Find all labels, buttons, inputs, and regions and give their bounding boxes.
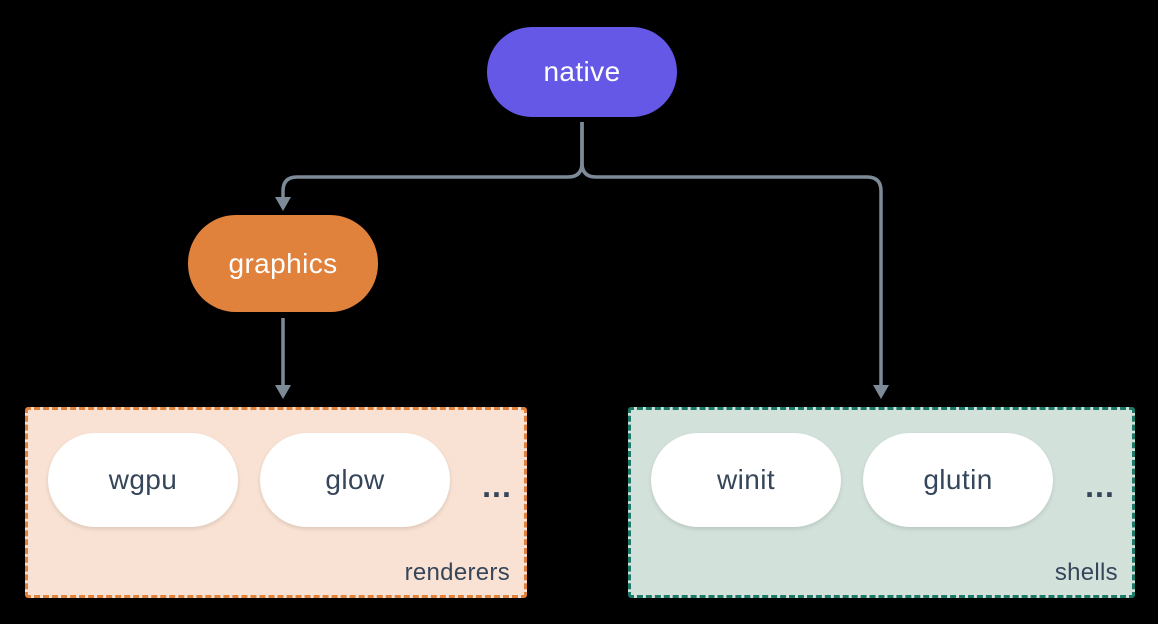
group-shells-label: shells [1054, 559, 1118, 586]
node-wgpu-label: wgpu [108, 464, 178, 495]
node-glow-label: glow [325, 464, 385, 495]
renderers-ellipsis: ... [482, 467, 512, 504]
node-winit-label: winit [716, 464, 775, 495]
group-renderers-label: renderers [404, 559, 510, 586]
arrowhead-renderers [275, 385, 291, 399]
group-shells: winit glutin ... shells [628, 407, 1135, 598]
shells-ellipsis: ... [1085, 467, 1115, 504]
node-graphics: graphics [188, 215, 378, 312]
node-winit: winit [651, 433, 841, 527]
edge-native-to-graphics [281, 122, 584, 198]
node-graphics-label: graphics [228, 247, 338, 279]
arrowhead-graphics [275, 197, 291, 211]
edge-native-to-shells [580, 122, 883, 386]
node-glutin-label: glutin [923, 464, 993, 495]
group-renderers: wgpu glow ... renderers [25, 407, 527, 598]
node-glutin: glutin [863, 433, 1053, 527]
node-native: native [487, 27, 677, 117]
arrowhead-shells [873, 385, 889, 399]
node-native-label: native [543, 56, 621, 87]
node-wgpu: wgpu [48, 433, 238, 527]
node-glow: glow [260, 433, 450, 527]
